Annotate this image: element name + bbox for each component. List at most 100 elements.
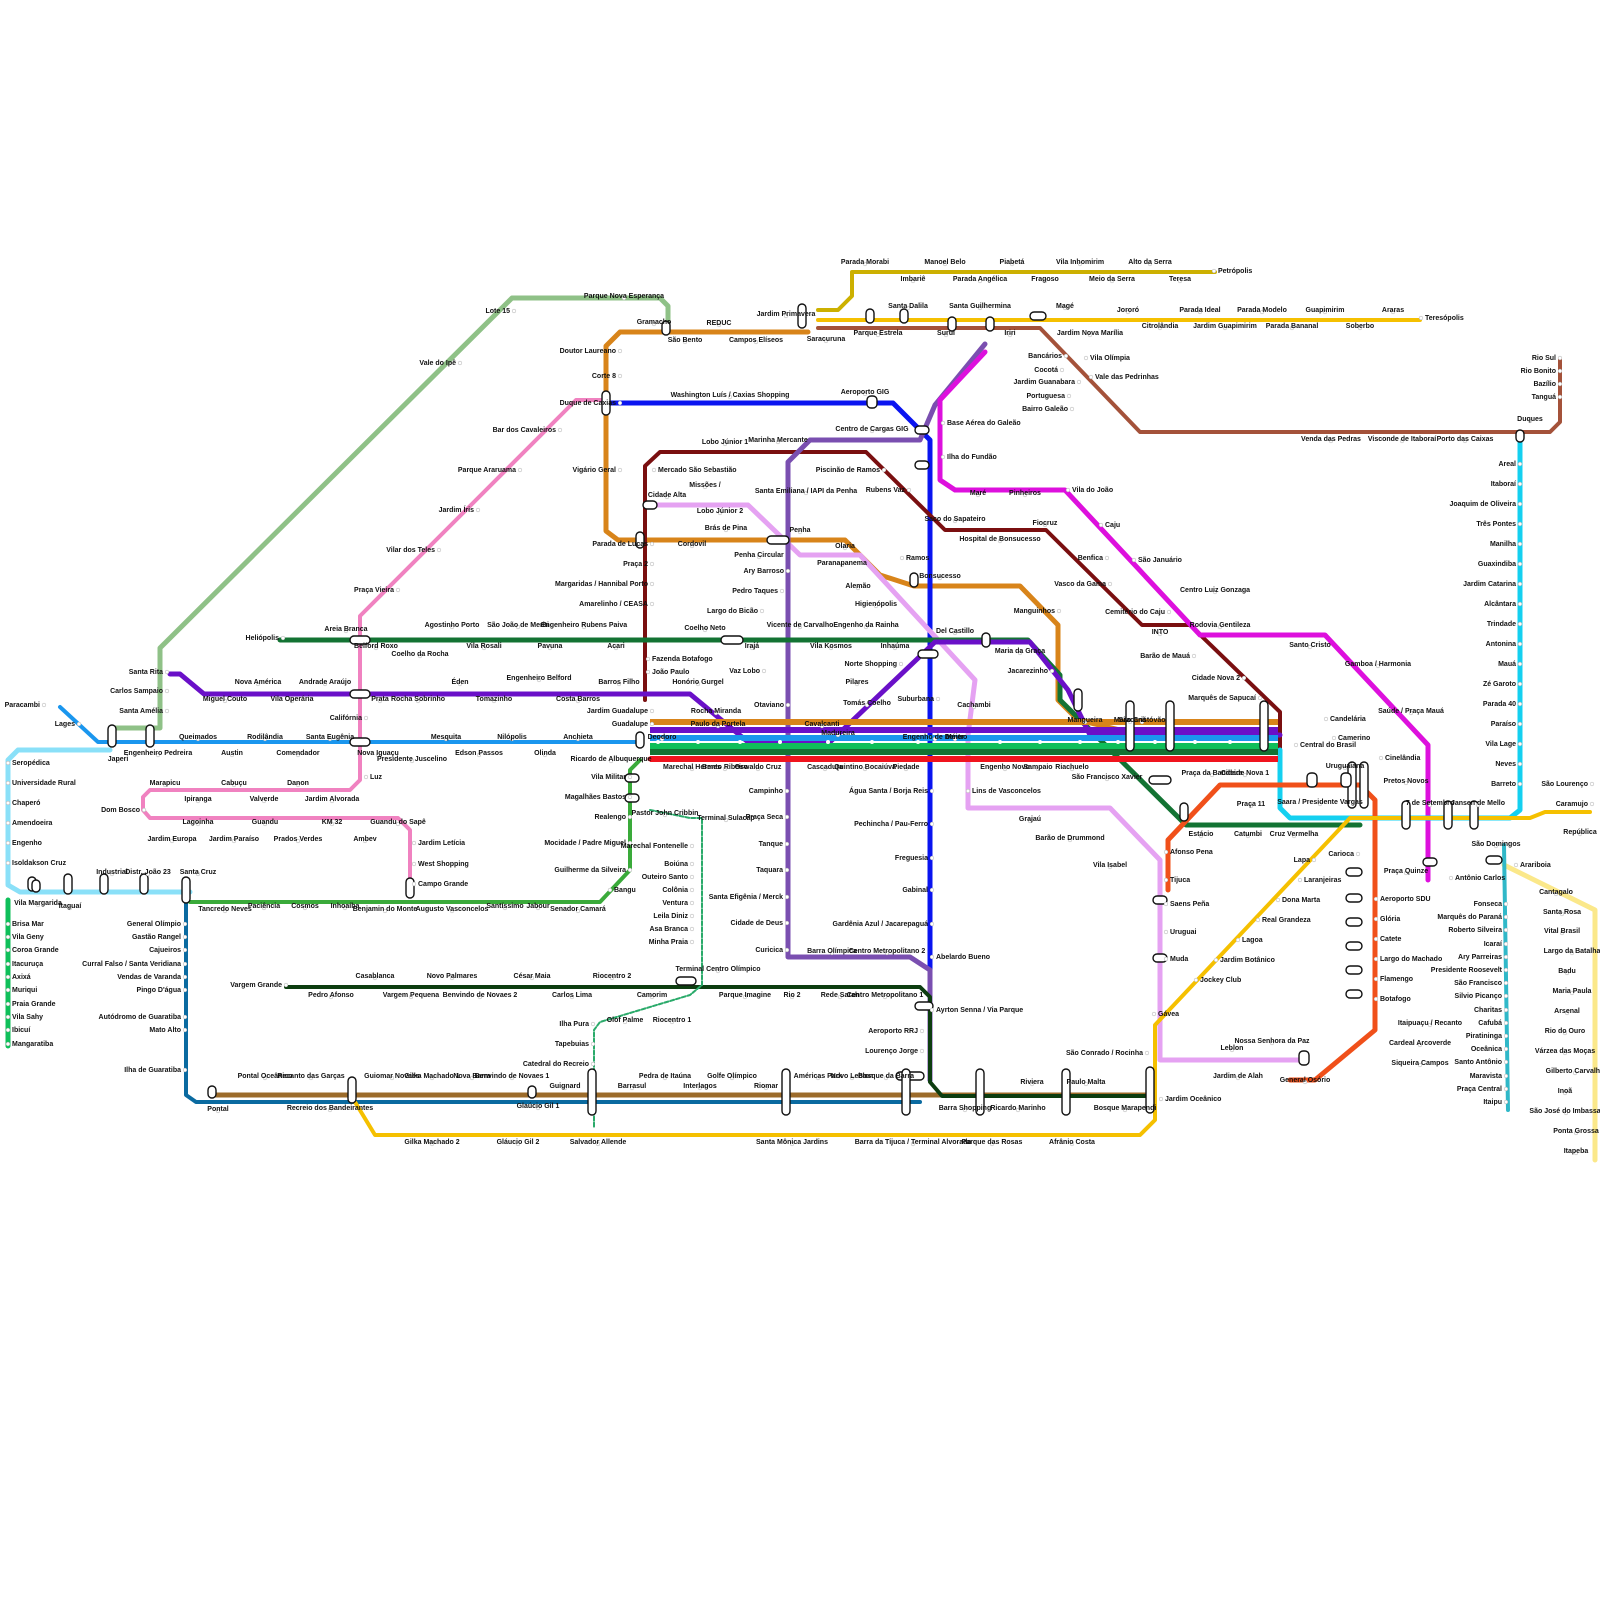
interchange-marker[interactable] <box>145 724 155 748</box>
station-label[interactable]: Bancários <box>1028 353 1062 360</box>
station-dot[interactable] <box>1378 755 1384 761</box>
interchange-marker[interactable] <box>527 1085 537 1099</box>
station-dot[interactable] <box>1067 837 1073 843</box>
station-label[interactable]: Barra da Tijuca / Terminal Alvorada <box>855 1139 972 1146</box>
station-label[interactable]: Surui <box>937 330 955 337</box>
station-label[interactable]: Barrasul <box>618 1083 646 1090</box>
station-label[interactable]: Madureira <box>821 730 855 737</box>
station-label[interactable]: Jardim Íris <box>439 505 475 514</box>
station-label[interactable]: Deodoro <box>648 734 677 741</box>
station-label[interactable]: Gastão Rangel <box>132 934 181 941</box>
station-dot[interactable] <box>1373 976 1379 982</box>
station-dot[interactable] <box>1503 993 1509 999</box>
station-dot[interactable] <box>627 840 633 846</box>
interchange-marker[interactable] <box>624 773 640 783</box>
station-dot[interactable] <box>195 821 201 827</box>
station-label[interactable]: Mangaratiba <box>12 1041 53 1048</box>
station-dot[interactable] <box>971 704 977 710</box>
station-dot[interactable] <box>1042 278 1048 284</box>
station-dot[interactable] <box>1503 1033 1509 1039</box>
station-label[interactable]: Teresópolis <box>1425 315 1464 322</box>
interchange-marker[interactable] <box>1401 800 1411 830</box>
station-dot[interactable] <box>145 871 151 877</box>
station-dot[interactable] <box>797 624 803 630</box>
station-label[interactable]: Guandu do Sapê <box>370 819 426 826</box>
station-dot[interactable] <box>5 1027 11 1033</box>
station-dot[interactable] <box>329 798 335 804</box>
station-label[interactable]: Itacuruça <box>12 961 43 968</box>
station-label[interactable]: Jardim Guapimirim <box>1193 323 1257 330</box>
station-label[interactable]: Curicica <box>755 947 783 954</box>
station-dot[interactable] <box>5 987 11 993</box>
station-label[interactable]: Lins de Vasconcelos <box>972 788 1041 795</box>
station-label[interactable]: Ilha do Fundão <box>947 454 997 461</box>
station-dot[interactable] <box>1275 897 1281 903</box>
station-label[interactable]: Arariboia <box>1520 862 1551 869</box>
interchange-marker[interactable] <box>1443 800 1453 830</box>
station-label[interactable]: Inhoaíba <box>331 903 360 910</box>
station-label[interactable]: Penha <box>789 527 810 534</box>
station-label[interactable]: Parque Estrela <box>853 330 902 337</box>
station-label[interactable]: Isoldakson Cruz <box>12 860 67 867</box>
interchange-marker[interactable] <box>107 724 117 748</box>
station-dot[interactable] <box>1163 956 1169 962</box>
station-label[interactable]: Presidente Juscelino <box>377 756 447 763</box>
station-dot[interactable] <box>169 838 175 844</box>
station-label[interactable]: Tapebuias <box>555 1041 589 1048</box>
station-dot[interactable] <box>682 339 688 345</box>
station-dot[interactable] <box>1257 695 1263 701</box>
station-dot[interactable] <box>929 788 935 794</box>
station-label[interactable]: Curral Falso / Santa Veridiana <box>82 961 181 968</box>
station-label[interactable]: Bangu <box>614 887 636 894</box>
station-label[interactable]: Irajá <box>745 643 760 650</box>
station-label[interactable]: Ilha de Guaratiba <box>124 1067 181 1074</box>
station-label[interactable]: Araras <box>1382 307 1404 314</box>
station-dot[interactable] <box>389 1075 395 1081</box>
station-label[interactable]: Joaquim de Oliveira <box>1449 501 1516 508</box>
station-dot[interactable] <box>261 905 267 911</box>
station-label[interactable]: Engenho de Dentro <box>903 734 968 741</box>
station-label[interactable]: Bonsucesso <box>919 573 961 580</box>
station-label[interactable]: Caramujo <box>1556 801 1588 808</box>
station-label[interactable]: Ary Parreiras <box>1458 954 1502 961</box>
station-dot[interactable] <box>622 1019 628 1025</box>
interchange-marker[interactable] <box>1422 857 1438 867</box>
station-label[interactable]: Industrial <box>96 869 128 876</box>
station-label[interactable]: Areia Branca <box>324 626 367 633</box>
station-dot[interactable] <box>862 261 868 267</box>
station-label[interactable]: Catete <box>1380 936 1402 943</box>
station-label[interactable]: Lobo Júnior 1 <box>702 439 748 446</box>
station-dot[interactable] <box>784 920 790 926</box>
station-dot[interactable] <box>1503 1046 1509 1052</box>
station-dot[interactable] <box>1242 772 1248 778</box>
interchange-marker[interactable] <box>901 1068 911 1116</box>
station-label[interactable]: Vale do Ipê <box>419 360 456 367</box>
station-dot[interactable] <box>1302 1079 1308 1085</box>
interchange-marker[interactable] <box>635 731 645 749</box>
station-dot[interactable] <box>1517 681 1523 687</box>
station-dot[interactable] <box>182 987 188 993</box>
station-label[interactable]: Duque de Caxias <box>560 400 617 407</box>
station-dot[interactable] <box>651 467 657 473</box>
station-dot[interactable] <box>182 921 188 927</box>
station-dot[interactable] <box>1403 780 1409 786</box>
station-label[interactable]: Caju <box>1105 522 1120 529</box>
station-label[interactable]: Tomazinho <box>476 696 512 703</box>
station-label[interactable]: Itaguaí <box>59 903 83 910</box>
station-label[interactable]: Silvio Picanço <box>1455 993 1502 1000</box>
station-dot[interactable] <box>155 752 161 758</box>
interchange-marker[interactable] <box>139 873 149 895</box>
interchange-marker[interactable] <box>349 635 371 645</box>
interchange-marker[interactable] <box>981 632 991 648</box>
station-dot[interactable] <box>1109 278 1115 284</box>
station-label[interactable]: Barão de Drummond <box>1035 835 1104 842</box>
station-label[interactable]: Pingo D'água <box>137 987 182 994</box>
station-label[interactable]: Guignard <box>549 1083 580 1090</box>
station-dot[interactable] <box>547 645 553 651</box>
station-label[interactable]: Miguel Couto <box>203 696 247 703</box>
station-label[interactable]: Ventura <box>662 900 688 907</box>
station-label[interactable]: Central do Brasil <box>1300 742 1356 749</box>
station-dot[interactable] <box>1517 481 1523 487</box>
station-label[interactable]: Saara / Presidente Vargas <box>1277 799 1363 806</box>
station-dot[interactable] <box>557 427 563 433</box>
